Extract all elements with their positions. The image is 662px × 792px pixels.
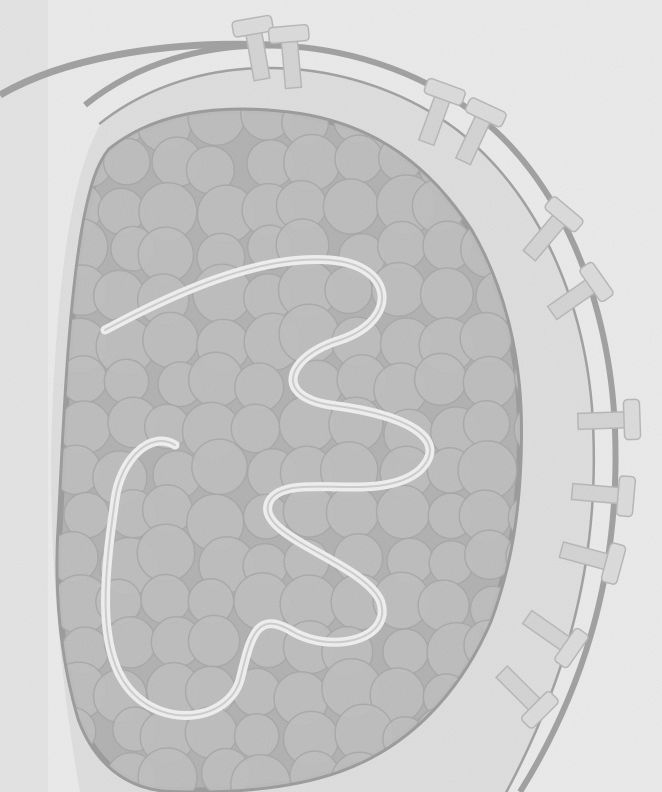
virus-cross-section-illustration — [0, 0, 662, 792]
grain-overlay — [0, 0, 662, 792]
illustration-canvas — [0, 0, 662, 792]
